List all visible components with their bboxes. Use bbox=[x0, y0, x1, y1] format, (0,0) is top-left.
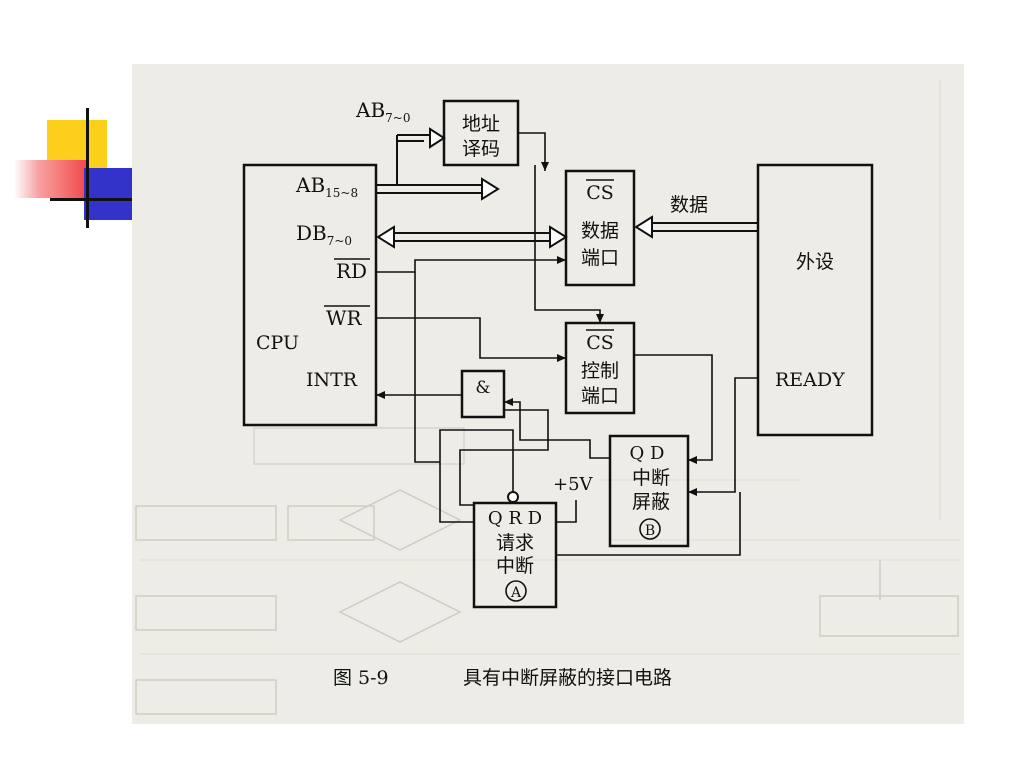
wr-pin-label: WR bbox=[326, 306, 363, 330]
control-port-to-mask-wire bbox=[634, 354, 713, 464]
mask-ff-pins: Q D bbox=[630, 443, 665, 464]
control-port-line1: 控制 bbox=[581, 360, 619, 382]
db-bus-arrow bbox=[376, 225, 568, 249]
peripheral-label: 外设 bbox=[796, 251, 834, 273]
ready-label: READY bbox=[775, 369, 845, 391]
peripheral-data-bus-arrow bbox=[634, 215, 758, 239]
control-wires bbox=[376, 132, 758, 556]
reset-feedback-wire bbox=[439, 429, 514, 523]
figure-title: 具有中断屏蔽的接口电路 bbox=[463, 667, 672, 689]
data-port-cs: CS bbox=[586, 182, 614, 204]
mask-ff-tag-circle bbox=[639, 518, 661, 540]
decoder-line1: 地址 bbox=[462, 113, 500, 135]
scanned-page-background bbox=[132, 64, 964, 724]
reset-inversion-bubble bbox=[507, 491, 519, 503]
mask-q-to-and-wire bbox=[504, 398, 610, 459]
mask-ff-line2: 屏蔽 bbox=[632, 491, 670, 513]
wr-to-control-port-wire bbox=[376, 317, 566, 362]
request-q-to-and-wire bbox=[459, 409, 549, 506]
blue-square-ornament bbox=[84, 168, 132, 220]
control-port-cs: CS bbox=[586, 332, 614, 354]
control-port-line2: 端口 bbox=[581, 385, 619, 407]
decoder-line2: 译码 bbox=[462, 138, 500, 160]
request-interrupt-flipflop: Q R D 请求 中断 A bbox=[472, 491, 558, 609]
request-ff-tag-circle bbox=[505, 580, 527, 602]
data-label: 数据 bbox=[670, 194, 708, 216]
request-ff-pins: Q R D bbox=[488, 508, 542, 529]
ready-to-mask-wire bbox=[688, 377, 758, 496]
rd-to-request-ff-wire bbox=[414, 272, 440, 463]
background-ghost-print bbox=[135, 80, 960, 715]
ab-low-label: AB7~0 bbox=[355, 98, 410, 125]
data-port-block: CS 数据 端口 bbox=[564, 169, 636, 287]
decoder-to-data-port-cs-wire bbox=[518, 132, 549, 171]
request-ff-line2: 中断 bbox=[496, 555, 534, 577]
db-pin-label: DB7~0 bbox=[296, 221, 352, 248]
ornament-horizontal-line bbox=[50, 198, 134, 201]
red-gradient-ornament bbox=[14, 160, 86, 198]
ab-low-bus bbox=[396, 127, 446, 149]
peripheral-block: 外设 READY bbox=[756, 163, 874, 437]
rd-wire bbox=[376, 259, 430, 273]
intr-pin-label: INTR bbox=[306, 369, 358, 391]
vcc-label: +5V bbox=[553, 474, 594, 495]
figure-number: 图 5-9 bbox=[333, 667, 389, 689]
ready-to-request-clock-wire bbox=[556, 492, 741, 556]
mask-ff-line1: 中断 bbox=[632, 467, 670, 489]
data-port-line1: 数据 bbox=[581, 220, 619, 242]
ornament-vertical-line bbox=[86, 108, 89, 228]
request-ff-tag: A bbox=[510, 585, 522, 601]
ab-high-pin-label: AB15~8 bbox=[295, 173, 358, 200]
request-ff-line1: 请求 bbox=[496, 532, 534, 554]
cpu-block: CPU AB15~8 DB7~0 RD WR INTR bbox=[242, 163, 378, 427]
and-gate-symbol: & bbox=[475, 378, 490, 398]
ab-high-bus-arrow bbox=[376, 177, 500, 201]
vcc-to-d-wire bbox=[556, 500, 577, 523]
cpu-label: CPU bbox=[256, 332, 299, 354]
rd-pin-label: RD bbox=[336, 259, 367, 283]
mask-ff-tag: B bbox=[645, 523, 655, 539]
and-gate: & bbox=[460, 369, 506, 419]
data-port-line2: 端口 bbox=[581, 247, 619, 269]
decoder-to-control-port-cs-wire bbox=[534, 165, 604, 323]
